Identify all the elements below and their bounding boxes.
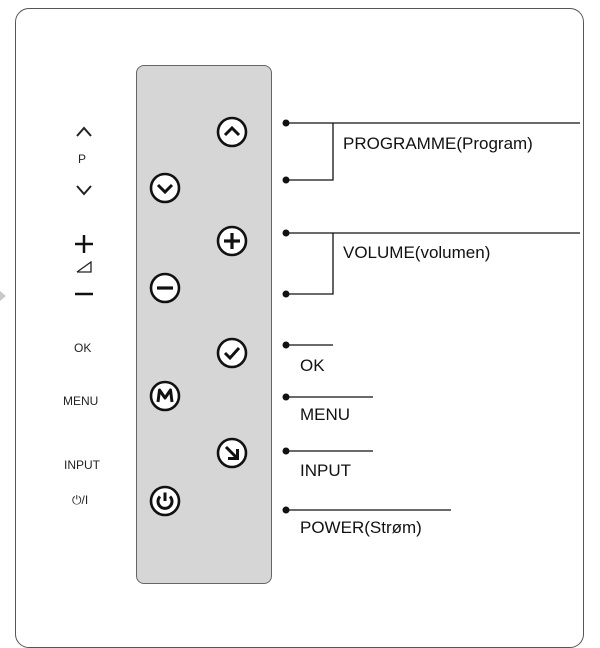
callout-dot [282,393,290,401]
programme-down-button[interactable] [149,172,181,204]
chevron-up-icon [76,126,92,137]
programme-callout-label: PROGRAMME(Program) [343,134,533,153]
plus-icon [216,225,248,257]
input-button[interactable] [216,437,248,469]
chevron-up-icon [216,116,248,148]
programme-up-button[interactable] [216,116,248,148]
chevron-down-icon [76,185,92,196]
input-callout-label: INPUT [300,461,351,480]
callout-dot [282,229,290,237]
page-edge-arrow-icon [0,291,6,301]
checkmark-icon [216,337,248,369]
plus-icon [75,235,93,253]
callout-dot [282,447,290,455]
volume-ramp-icon [76,261,92,273]
callout-dot [282,290,290,298]
power-button[interactable] [149,485,181,517]
power-callout-label: POWER(Strøm) [300,518,422,537]
volume-up-button[interactable] [216,225,248,257]
chevron-down-icon [149,172,181,204]
power-side-label: ⏻/I [72,493,89,507]
arrow-down-right-icon [216,437,248,469]
callout-dot [282,506,290,514]
callout-lines [282,119,580,514]
input-side-label: INPUT [64,458,100,472]
ok-button[interactable] [216,337,248,369]
power-icon [149,485,181,517]
menu-side-label: MENU [63,394,99,408]
callout-dot [282,341,290,349]
programme-symbol-label: P [78,152,87,166]
ok-side-label: OK [74,341,92,355]
ok-callout-label: OK [300,356,325,375]
menu-callout-label: MENU [300,405,351,424]
callout-dot [282,119,290,127]
volume-down-button[interactable] [149,272,181,304]
m-letter-icon [149,380,181,412]
callout-dot [282,176,290,184]
menu-button[interactable] [149,380,181,412]
minus-icon [75,292,93,296]
minus-icon [149,272,181,304]
volume-callout-label: VOLUME(volumen) [343,243,491,262]
